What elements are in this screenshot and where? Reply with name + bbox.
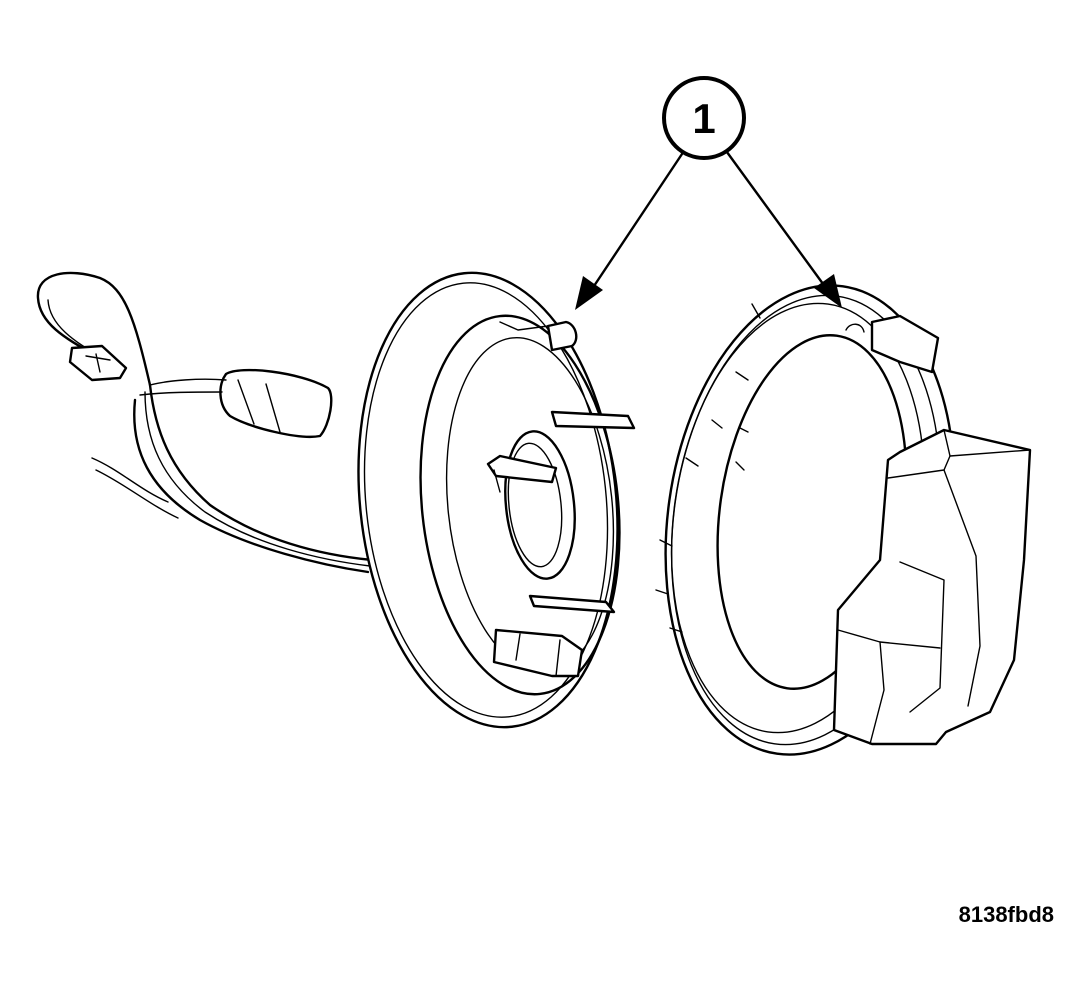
callout-circle xyxy=(662,76,746,160)
wire-harness xyxy=(36,271,374,574)
clockspring-rotor xyxy=(357,271,636,729)
callout-1: 1 xyxy=(575,76,842,310)
arrowhead-left xyxy=(575,276,603,310)
figure-code: 8138fbd8 xyxy=(958,902,1054,927)
clockspring-housing xyxy=(655,284,1032,756)
arrowhead-right xyxy=(814,274,842,308)
callout-number: 1 xyxy=(692,95,715,142)
